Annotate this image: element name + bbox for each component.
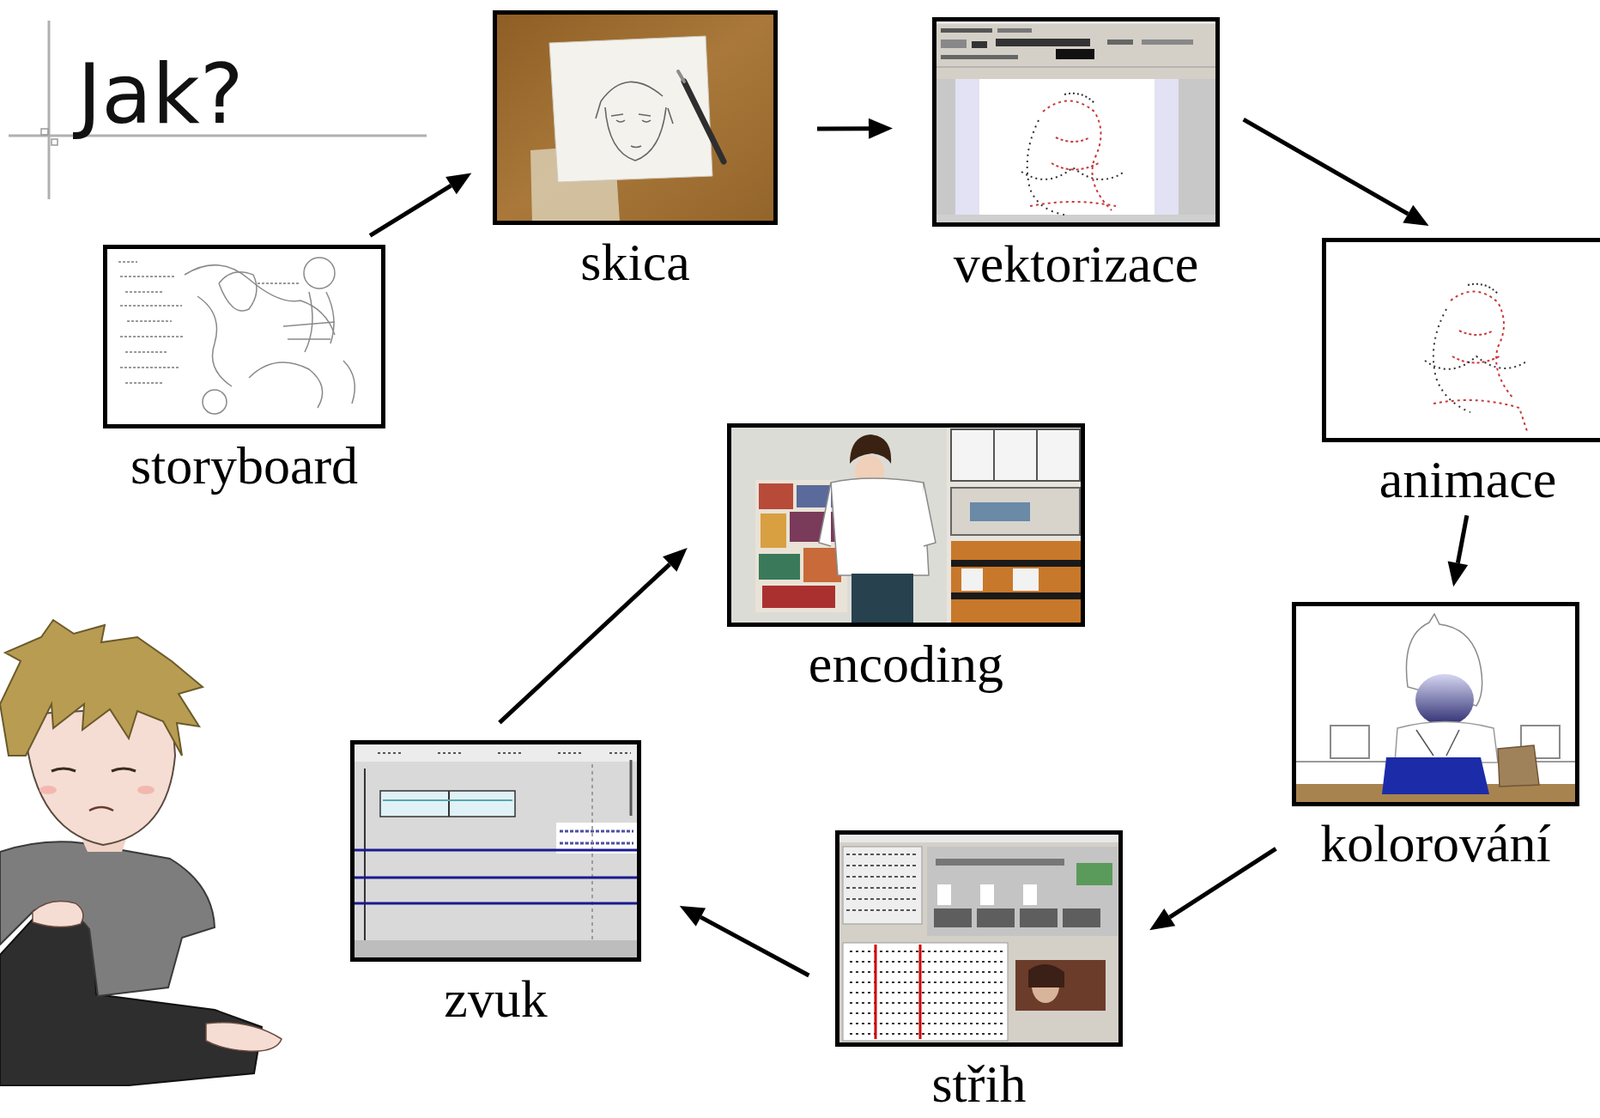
thumbnail-frame	[103, 244, 386, 429]
process-step: zvuk	[345, 739, 647, 1030]
coloured-frame	[1291, 601, 1580, 807]
final-video	[727, 423, 1085, 627]
title-rule	[8, 20, 427, 200]
step-label: vektorizace	[927, 233, 1225, 295]
flow-arrow	[1149, 848, 1276, 930]
process-step: animace	[1316, 237, 1600, 510]
thumbnail-frame	[350, 739, 642, 962]
step-label: zvuk	[345, 968, 647, 1030]
flow-arrow	[1243, 119, 1430, 226]
sketch-photo	[492, 10, 778, 225]
process-step: skica	[487, 10, 783, 293]
step-label: animace	[1316, 448, 1600, 510]
arrow-shaft	[817, 126, 869, 131]
mascot-figure	[0, 619, 282, 1085]
flow-arrow	[369, 172, 472, 236]
process-step: encoding	[721, 423, 1091, 695]
animation-frame	[1321, 237, 1600, 443]
storyboard-picture	[103, 244, 386, 429]
process-step: storyboard	[97, 244, 391, 497]
arrow-head	[1448, 561, 1469, 588]
thumbnail-frame	[727, 423, 1085, 627]
flow-arrow	[817, 118, 893, 140]
process-step: vektorizace	[927, 17, 1225, 295]
editing-software	[835, 830, 1123, 1047]
arrow-shaft	[1243, 119, 1409, 214]
step-label: střih	[830, 1053, 1128, 1115]
arrow-head	[445, 172, 472, 194]
arrow-shaft	[1169, 848, 1277, 917]
step-label: skica	[487, 231, 783, 293]
audio-software	[350, 739, 642, 962]
thumbnail-frame	[932, 17, 1220, 227]
slide-title: Jak?	[77, 53, 244, 136]
thumbnail-frame	[1291, 601, 1580, 807]
vector-software	[932, 17, 1220, 227]
step-label: kolorování	[1286, 812, 1585, 874]
thumbnail-frame	[835, 830, 1123, 1047]
arrow-head	[679, 905, 706, 927]
arrow-shaft	[499, 563, 670, 722]
process-step: kolorování	[1286, 601, 1585, 874]
thumbnail-frame	[492, 10, 778, 225]
arrow-head	[868, 118, 893, 140]
thumbnail-frame	[1321, 237, 1600, 443]
arrow-head	[662, 547, 688, 572]
flow-arrow	[1448, 515, 1469, 587]
flow-arrow	[679, 905, 810, 976]
step-label: storyboard	[97, 435, 391, 497]
arrow-head	[1149, 908, 1176, 930]
arrow-head	[1402, 205, 1429, 226]
step-label: encoding	[721, 633, 1091, 695]
flow-arrow	[499, 547, 688, 723]
arrow-shaft	[1457, 515, 1467, 564]
arrow-shaft	[700, 916, 809, 976]
arrow-shaft	[369, 185, 451, 236]
process-step: střih	[830, 830, 1128, 1115]
